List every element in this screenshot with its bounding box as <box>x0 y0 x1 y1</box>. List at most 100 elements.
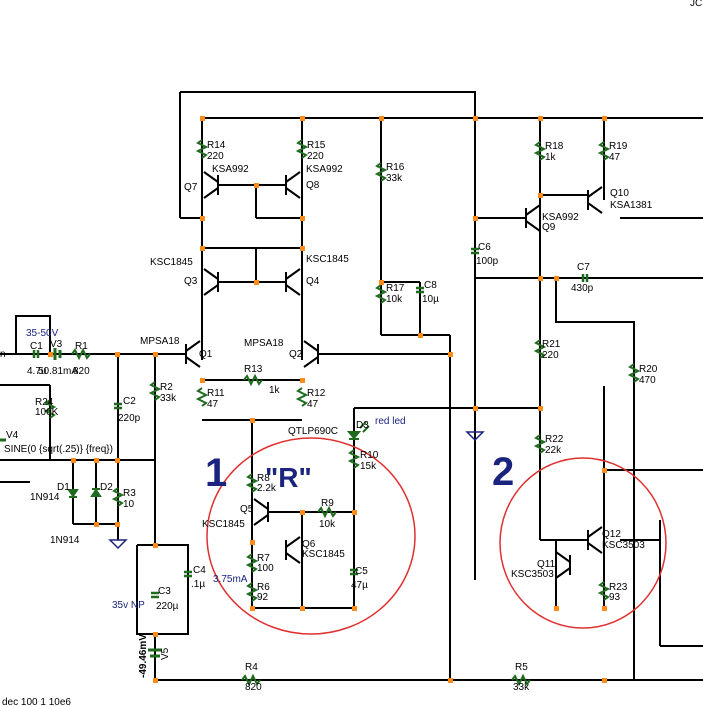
q2-value: MPSA18 <box>244 338 284 349</box>
c8-value: 10µ <box>422 294 439 305</box>
d3-color: red led <box>375 416 406 427</box>
r12-value: 47 <box>307 399 319 410</box>
ground-icon <box>465 431 485 442</box>
d2-value: 1N914 <box>50 535 80 546</box>
q5-value: KSC1845 <box>202 519 245 530</box>
r1-ref: R1 <box>75 341 88 352</box>
q3-ref: Q3 <box>184 276 198 287</box>
c3-ref: C3 <box>158 586 171 597</box>
r5-value: 33k <box>513 682 530 693</box>
r12-ref: R12 <box>307 388 326 399</box>
r3-ref: R3 <box>123 488 136 499</box>
c7-value: 430p <box>571 283 594 294</box>
q8-ref: Q8 <box>306 180 320 191</box>
c6-ref: C6 <box>478 242 491 253</box>
d2-ref: D2 <box>100 482 113 493</box>
r11-value: 47 <box>207 399 219 410</box>
component-labels: R14 220 R15 220 R16 33k R17 10k R18 1k R… <box>4 140 658 693</box>
r14-value: 220 <box>207 151 224 162</box>
r6-value: 92 <box>257 592 269 603</box>
c3-note: 35v NP <box>112 600 145 611</box>
ground-icon <box>108 539 128 550</box>
v3-range: 35-50V <box>26 328 59 339</box>
q12-value: KSC3503 <box>602 540 645 551</box>
r20-ref: R20 <box>639 364 658 375</box>
r4-value: 820 <box>245 682 262 693</box>
r10-value: 15k <box>360 461 377 472</box>
q5-current: 3.75mA <box>213 574 248 585</box>
r19-value: 47 <box>609 152 621 163</box>
r13-ref: R13 <box>244 364 263 375</box>
r3-value: 10 <box>123 499 135 510</box>
q7-value: KSA992 <box>212 164 249 175</box>
c1-ref: C1 <box>30 341 43 352</box>
zone1-circle <box>206 437 416 635</box>
d3-ref: D3 <box>356 420 369 431</box>
r21-value: 220 <box>542 350 559 361</box>
d1-ref: D1 <box>57 482 70 493</box>
capacitor-glyphs <box>32 247 589 599</box>
r24-ref: R24 <box>35 397 54 408</box>
r16-ref: R16 <box>386 162 405 173</box>
c5-value: 47µ <box>351 580 368 591</box>
r9-ref: R9 <box>321 498 334 509</box>
v4-ref: V4 <box>6 430 19 441</box>
zone1-number: 1 <box>205 451 227 495</box>
zone2-number: 2 <box>492 450 514 494</box>
q9-ref: Q9 <box>542 222 556 233</box>
diode-glyphs <box>67 421 370 498</box>
zone1-label: "R" <box>265 462 312 493</box>
r10-ref: R10 <box>360 450 379 461</box>
r7-ref: R7 <box>257 553 270 564</box>
transistor-glyphs <box>185 171 603 579</box>
q11-value: KSC3503 <box>511 569 554 580</box>
r22-ref: R22 <box>545 434 564 445</box>
c4-ref: C4 <box>193 565 206 576</box>
c3-value: 220µ <box>156 601 179 612</box>
v3-current: 50.81mA <box>38 366 78 377</box>
r8-value: 2.2k <box>257 483 277 494</box>
r6-ref: R6 <box>257 582 270 593</box>
q4-ref: Q4 <box>306 276 320 287</box>
r19-ref: R19 <box>609 141 628 152</box>
r1-value: 820 <box>73 366 90 377</box>
junction-nodes <box>48 116 607 683</box>
q4-value: KSC1845 <box>306 254 349 265</box>
q12-ref: Q12 <box>602 529 621 540</box>
q11-ref: Q11 <box>537 559 556 570</box>
v3-ref: V3 <box>50 339 63 350</box>
r18-value: 1k <box>545 152 557 163</box>
r9-value: 10k <box>319 519 336 530</box>
d1-value: 1N914 <box>30 492 60 503</box>
highlight-circles <box>206 437 667 635</box>
r18-ref: R18 <box>545 141 564 152</box>
r24-value: 100K <box>35 407 59 418</box>
q9-value: KSA992 <box>542 212 579 223</box>
c2-value: 220p <box>118 413 141 424</box>
q10-value: KSA1381 <box>610 200 653 211</box>
zone2-circle <box>499 457 667 629</box>
ground-symbols <box>108 431 485 550</box>
c6-value: 100p <box>476 256 499 267</box>
q5-ref: Q5 <box>240 504 254 515</box>
c2-ref: C2 <box>123 396 136 407</box>
r16-value: 33k <box>386 173 403 184</box>
d3-value: QTLP690C <box>288 426 338 437</box>
c7-ref: C7 <box>577 262 590 273</box>
q3-value: KSC1845 <box>150 257 193 268</box>
q10-ref: Q10 <box>610 188 629 199</box>
r17-value: 10k <box>386 294 403 305</box>
c1-value: 4.7u <box>27 366 46 377</box>
q8-value: KSA992 <box>306 164 343 175</box>
q1-value: MPSA18 <box>140 336 180 347</box>
r23-value: 93 <box>609 592 621 603</box>
r4-ref: R4 <box>245 662 258 673</box>
corner-mark: JC <box>690 0 702 9</box>
r5-ref: R5 <box>515 662 528 673</box>
r22-value: 22k <box>545 445 562 456</box>
r15-ref: R15 <box>307 140 326 151</box>
v5-ref: V5 <box>160 647 171 660</box>
r20-value: 470 <box>639 375 656 386</box>
resistor-glyphs <box>43 139 641 687</box>
